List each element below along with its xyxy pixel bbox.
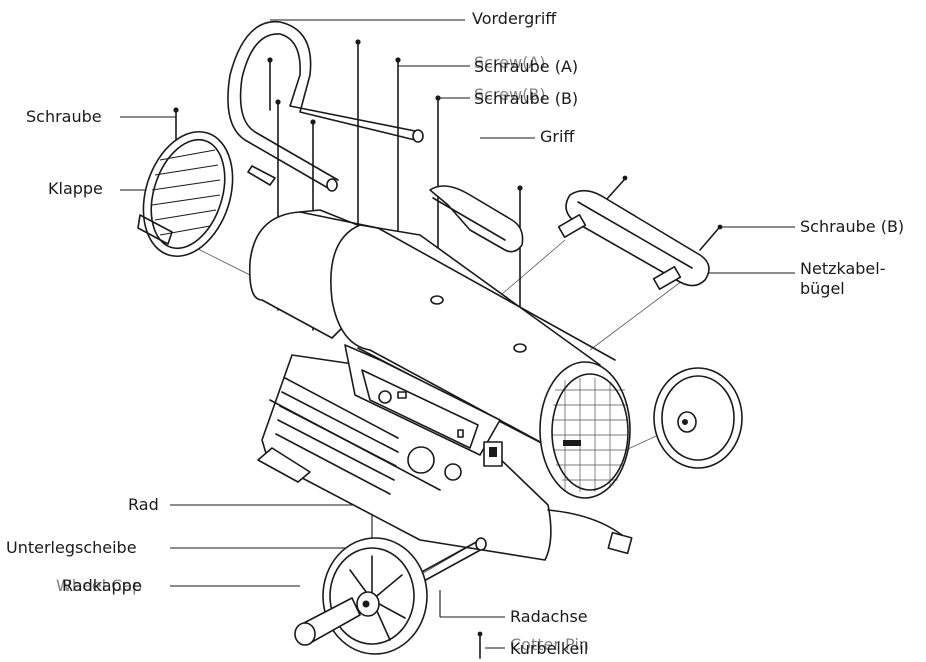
label-cotter-pin: Cotter Pin: [510, 635, 589, 654]
label-vordergriff: Vordergriff: [472, 9, 557, 28]
label-kurbelkeil: Kurbelkeil: [510, 639, 589, 658]
right-wheel: [653, 367, 743, 469]
heater-body: [248, 209, 616, 451]
label-netzkabel-line1: Netzkabel-: [800, 259, 886, 278]
cotter-pin: [477, 631, 483, 659]
rear-guard: [137, 130, 234, 258]
label-screw-b: Screw(B): [474, 85, 546, 104]
label-klappe: Klappe: [48, 179, 103, 198]
label-schraube-b-top: Schraube (B): [474, 89, 579, 108]
label-schraube-b-right: Schraube (B): [800, 217, 905, 236]
front-grill: [539, 361, 631, 499]
label-radkappe: Radkappe: [62, 576, 142, 595]
front-handle: [227, 21, 424, 192]
carry-handle: [429, 185, 524, 253]
base-housing: [257, 344, 633, 561]
label-rad: Rad: [128, 495, 159, 514]
label-screw-a: Screw(A): [474, 53, 546, 72]
cord-bracket: [557, 189, 710, 290]
label-radachse: Radachse: [510, 607, 588, 626]
label-unterlegscheibe: Unterlegscheibe: [6, 538, 137, 557]
left-wheel: [322, 537, 428, 655]
label-griff: Griff: [540, 127, 575, 146]
label-wheel-cap: Wheel Cap: [56, 576, 143, 595]
label-schraube-a: Schraube (A): [474, 57, 579, 76]
wheel-cap: [294, 597, 361, 646]
label-schraube-left: Schraube: [26, 107, 102, 126]
label-netzkabel-line2: bügel: [800, 279, 845, 298]
